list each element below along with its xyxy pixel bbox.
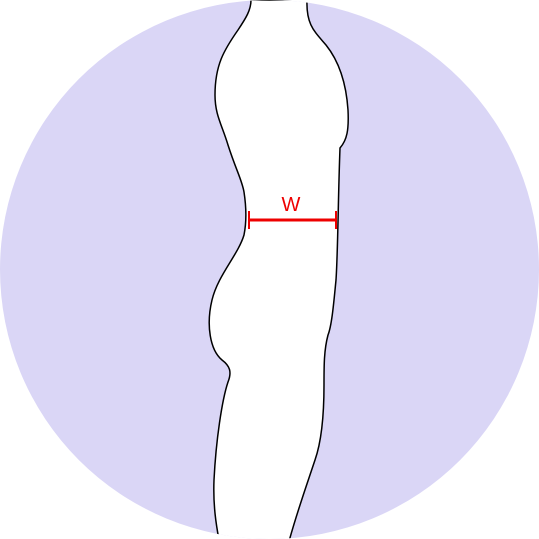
body-silhouette [208,0,349,539]
waist-measurement-label: W [282,194,301,216]
